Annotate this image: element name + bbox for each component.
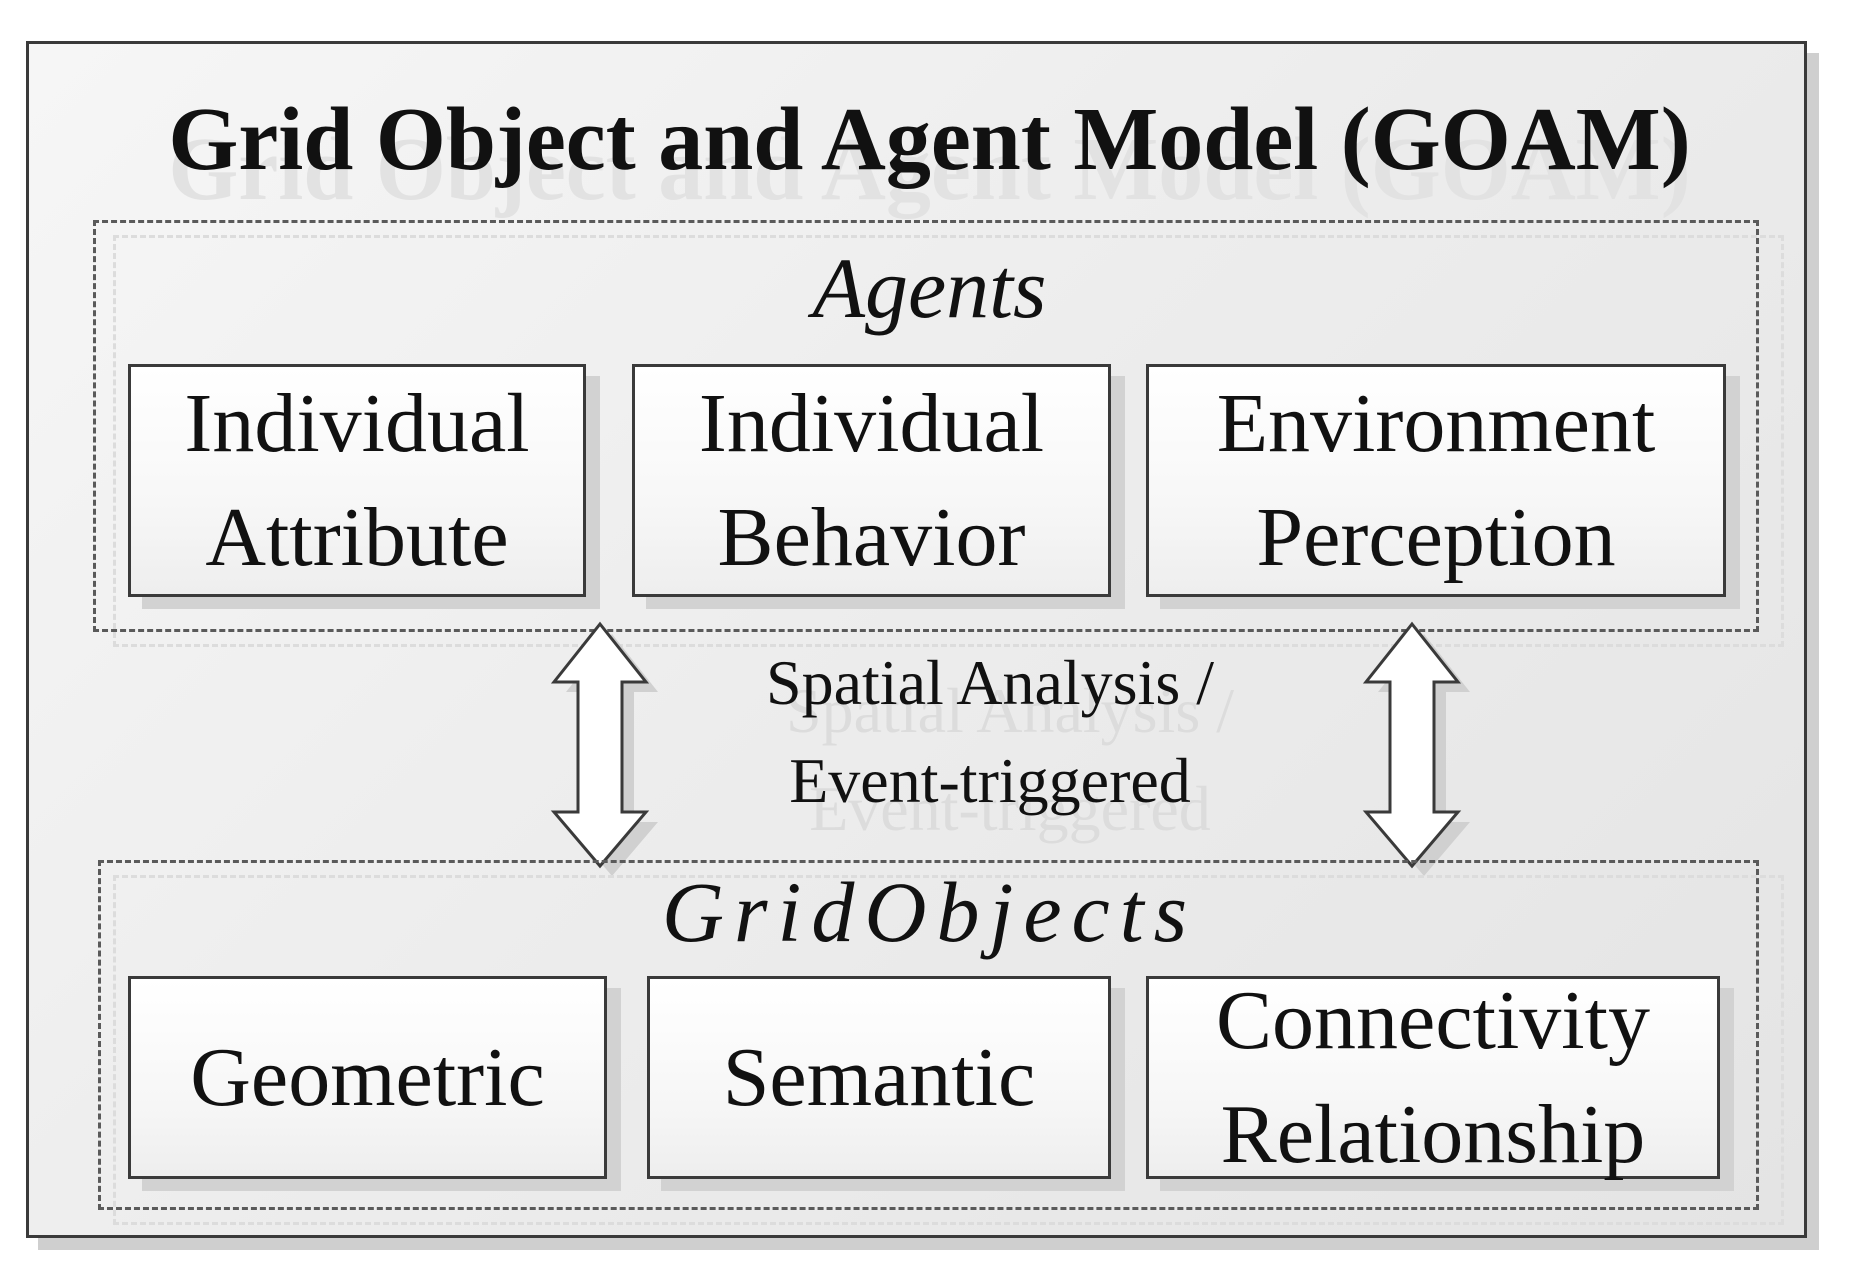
individual-behavior-label: Individual Behavior (698, 376, 1045, 584)
connector-line-2: Event-triggered (789, 745, 1191, 816)
connector-label: Spatial Analysis / Event-triggered (620, 634, 1360, 830)
individual-attribute-label: Individual Attribute (184, 376, 530, 584)
left-double-arrow-icon (550, 621, 658, 876)
geometric-label: Geometric (190, 1030, 545, 1124)
agents-group (93, 220, 1759, 632)
connector-label-shadow: Spatial Analysis / Event-triggered (640, 662, 1380, 858)
semantic-label: Semantic (722, 1030, 1036, 1124)
diagram-title: Grid Object and Agent Model (GOAM) (168, 90, 1691, 189)
semantic-box: Semantic (647, 976, 1111, 1179)
individual-behavior-box: Individual Behavior (632, 364, 1111, 597)
connectivity-relationship-box: Connectivity Relationship (1146, 974, 1720, 1181)
environment-perception-label: Environment Perception (1216, 376, 1656, 584)
agents-group-shadow (113, 235, 1784, 647)
gridobjects-group (98, 860, 1759, 1210)
title-shadow: Grid Object and Agent Model (GOAM) (168, 120, 1691, 219)
connectivity-relationship-label: Connectivity Relationship (1216, 973, 1650, 1181)
connector-shadow-line-1: Spatial Analysis / (786, 675, 1234, 746)
agents-heading: Agents (812, 240, 1047, 336)
individual-attribute-box: Individual Attribute (128, 364, 586, 597)
connector-shadow-line-2: Event-triggered (809, 773, 1211, 844)
gridobjects-heading: GridObjects (661, 864, 1198, 960)
connector-line-1: Spatial Analysis / (766, 647, 1214, 718)
gridobjects-group-shadow (113, 875, 1784, 1225)
environment-perception-box: Environment Perception (1146, 364, 1726, 597)
geometric-box: Geometric (128, 976, 607, 1179)
right-double-arrow-icon (1362, 621, 1470, 876)
